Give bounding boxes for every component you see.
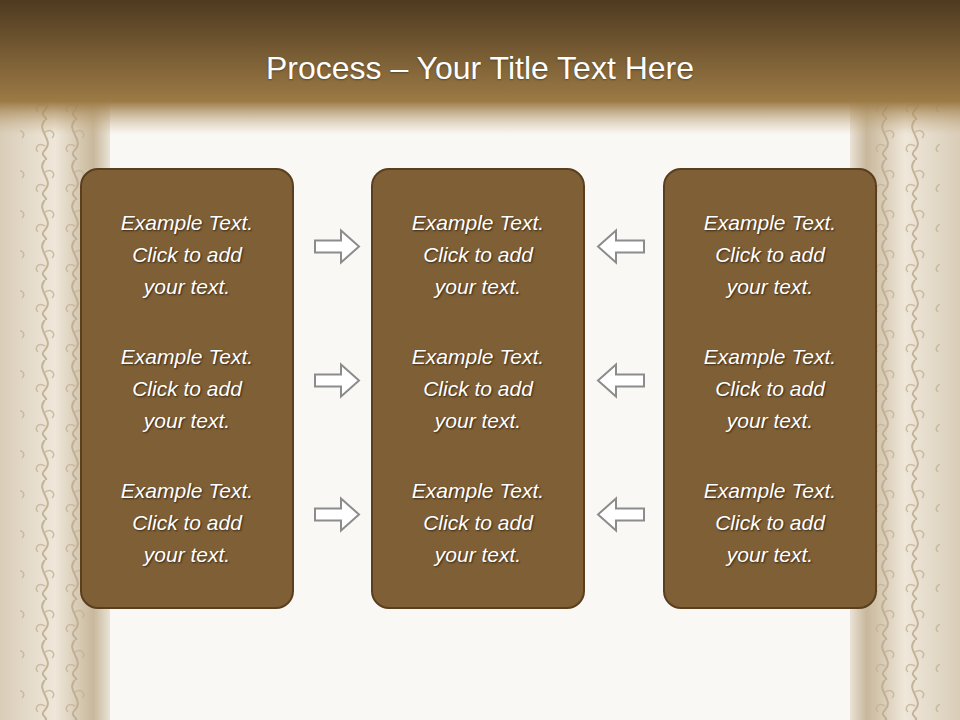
box-text: Example Text. Click to add your text. [695,341,845,437]
box-text: Example Text. Click to add your text. [112,475,262,571]
process-box: Example Text. Click to add your text. Exa… [80,168,294,609]
process-box: Example Text. Click to add your text. Exa… [371,168,585,609]
box-text: Example Text. Click to add your text. [695,207,845,303]
box-text: Example Text. Click to add your text. [112,341,262,437]
slide-title: Process – Your Title Text Here [110,50,850,87]
block-arrow [315,499,359,531]
box-text: Example Text. Click to add your text. [403,341,553,437]
box-text: Example Text. Click to add your text. [403,207,553,303]
box-text: Example Text. Click to add your text. [112,207,262,303]
block-arrow [598,499,644,531]
box-text: Example Text. Click to add your text. [403,475,553,571]
block-arrow [315,231,359,263]
block-arrow [315,365,359,397]
box-text: Example Text. Click to add your text. [695,475,845,571]
block-arrow [598,365,644,397]
block-arrow [598,231,644,263]
process-box: Example Text. Click to add your text. Exa… [663,168,877,609]
